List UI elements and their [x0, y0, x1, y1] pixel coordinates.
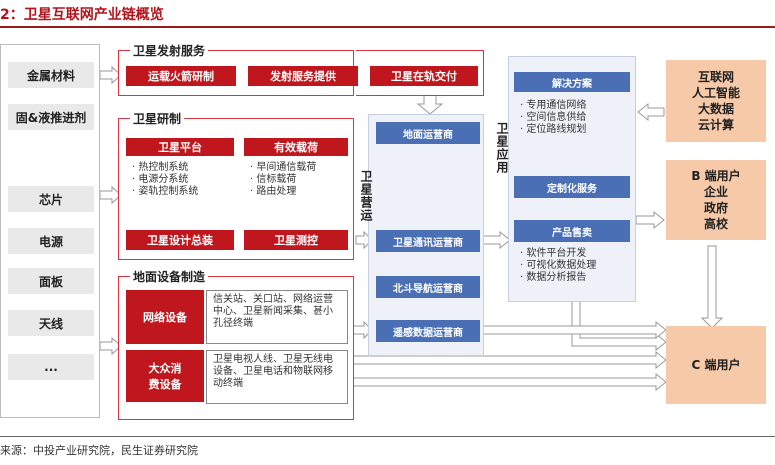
- tech-item: 大数据: [697, 102, 734, 116]
- b-user-item: 高校: [703, 217, 728, 231]
- consumer-devices-title: 大众消费设备: [126, 350, 204, 402]
- c-users-title: C 端用户: [691, 358, 741, 372]
- application-label: 卫星应用: [495, 122, 509, 174]
- material-chip: 芯片: [8, 186, 94, 212]
- sales-item: 可视化数据处理: [520, 260, 596, 272]
- launch-service-provide: 发射服务提供: [248, 66, 358, 86]
- ground-equipment-label: 地面设备制造: [130, 268, 209, 285]
- platform-item: 电源分系统: [132, 174, 198, 186]
- platform-item: 热控制系统: [132, 162, 198, 174]
- figure-title: 2：卫星互联网产业链概览: [0, 7, 164, 23]
- platform-title: 卫星平台: [126, 138, 234, 156]
- title-divider: [0, 26, 775, 28]
- comm-operator: 卫星通讯运营商: [376, 230, 480, 252]
- remote-sensing-operator: 遥感数据运营商: [376, 320, 480, 342]
- tech-item: 互联网: [697, 70, 734, 84]
- launch-rocket-dev: 运载火箭研制: [126, 66, 236, 86]
- material-power: 电源: [8, 228, 94, 254]
- sales-list: 软件平台开发 可视化数据处理 数据分析报告: [520, 248, 596, 284]
- tech-item: 云计算: [697, 118, 734, 132]
- payload-item: 信标载荷: [250, 174, 316, 186]
- platform-item: 姿轨控制系统: [132, 186, 198, 198]
- b-user-item: 企业: [703, 185, 728, 199]
- b-users-title: B 端用户: [691, 169, 741, 183]
- b-users-box: B 端用户 企业 政府 高校: [666, 160, 766, 240]
- payload-title: 有效载荷: [244, 138, 348, 156]
- consumer-devices-desc: 卫星电视人线、卫星无线电设备、卫星电话和物联网移动终端: [206, 350, 348, 404]
- ground-operator: 地面运营商: [376, 122, 480, 144]
- material-propellant: 固&液推进剂: [8, 104, 94, 130]
- solution-item: 专用通信网络: [520, 100, 586, 112]
- b-user-item: 政府: [703, 201, 728, 215]
- payload-item: 路由处理: [250, 186, 316, 198]
- tech-users-box: 互联网 人工智能 大数据 云计算: [666, 60, 766, 142]
- payload-item: 早间通信载荷: [250, 162, 316, 174]
- operation-label: 卫星营运: [359, 170, 373, 222]
- source-note: 来源：中投产业研究院，民生证券研究院: [0, 444, 198, 457]
- launch-service-label: 卫星发射服务: [130, 42, 209, 59]
- solution-title: 解决方案: [514, 72, 630, 92]
- network-devices-desc: 信关站、关口站、网络运营中心、卫星新闻采集、甚小孔径终端: [206, 290, 348, 344]
- beidou-operator: 北斗导航运营商: [376, 276, 480, 298]
- material-antenna: 天线: [8, 310, 94, 336]
- launch-orbit-delivery: 卫星在轨交付: [370, 66, 478, 86]
- custom-service: 定制化服务: [514, 176, 630, 198]
- material-panel: 面板: [8, 268, 94, 294]
- payload-list: 早间通信载荷 信标载荷 路由处理: [250, 162, 316, 198]
- solution-item: 定位路线规划: [520, 124, 586, 136]
- satellite-dev-label: 卫星研制: [130, 110, 185, 127]
- sales-item: 软件平台开发: [520, 248, 596, 260]
- tech-item: 人工智能: [691, 86, 740, 100]
- network-devices-title: 网络设备: [126, 290, 204, 344]
- sales-title: 产品售卖: [514, 220, 630, 242]
- platform-list: 热控制系统 电源分系统 姿轨控制系统: [132, 162, 198, 198]
- c-users-box: C 端用户: [666, 326, 766, 404]
- solution-item: 空间信息供给: [520, 112, 586, 124]
- solution-list: 专用通信网络 空间信息供给 定位路线规划: [520, 100, 586, 136]
- bottom-divider: [0, 436, 775, 437]
- material-metal: 金属材料: [8, 62, 94, 88]
- tt-control: 卫星测控: [244, 230, 348, 250]
- sales-item: 数据分析报告: [520, 272, 596, 284]
- material-more: ...: [8, 354, 94, 380]
- design-assembly: 卫星设计总装: [126, 230, 234, 250]
